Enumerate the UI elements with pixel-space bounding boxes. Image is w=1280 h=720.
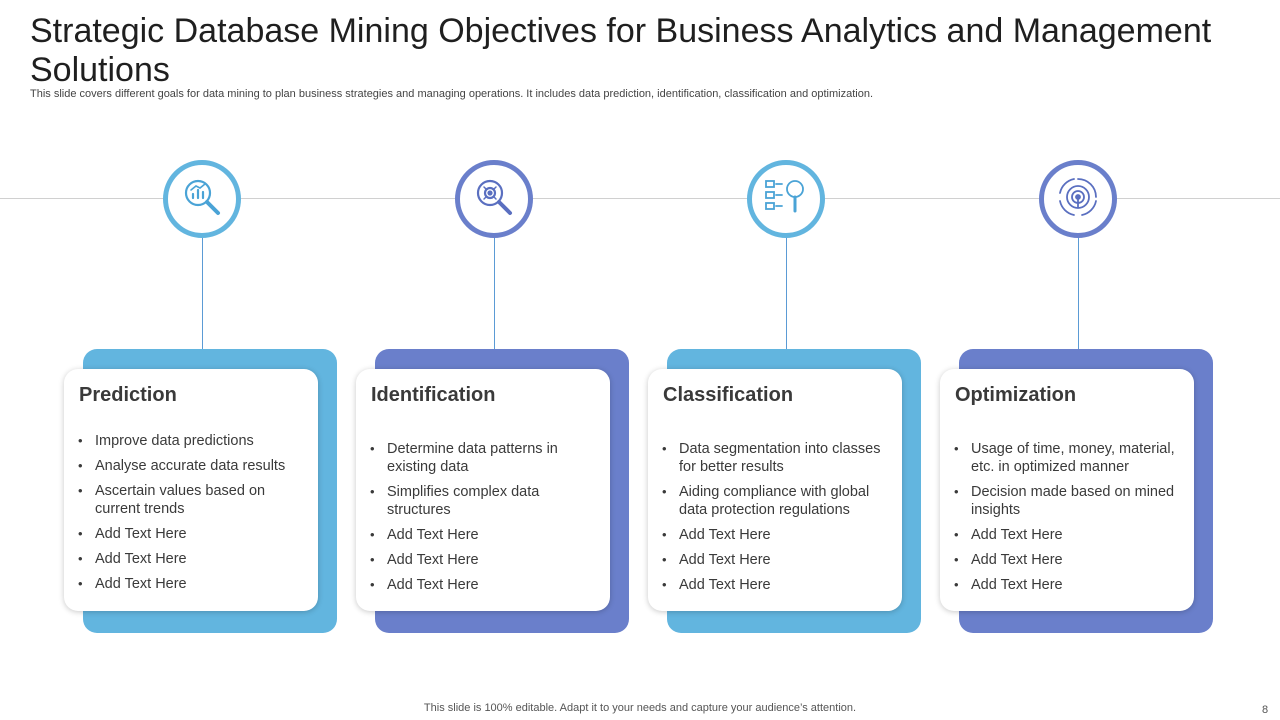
- list-item: Decision made based on mined insights: [954, 483, 1180, 519]
- objective-card: Classification Data segmentation into cl…: [648, 369, 902, 611]
- list-item: Add Text Here: [78, 575, 304, 593]
- list-item: Add Text Here: [370, 576, 596, 594]
- list-item: Add Text Here: [954, 576, 1180, 594]
- connector-line: [786, 236, 787, 350]
- list-item: Analyse accurate data results: [78, 457, 304, 475]
- slide-subtitle: This slide covers different goals for da…: [30, 88, 873, 100]
- list-item: Add Text Here: [78, 525, 304, 543]
- list-item: Add Text Here: [662, 551, 888, 569]
- connector-line: [202, 236, 203, 350]
- list-item: Usage of time, money, material, etc. in …: [954, 440, 1180, 476]
- magnifier-target-icon: [468, 171, 520, 228]
- connector-line: [494, 236, 495, 350]
- card-title: Identification: [371, 384, 496, 406]
- connector-line: [1078, 236, 1079, 350]
- bullet-list: Improve data predictions Analyse accurat…: [78, 432, 304, 600]
- list-item: Add Text Here: [370, 551, 596, 569]
- objective-column-prediction: Prediction Improve data predictions Anal…: [64, 0, 344, 720]
- list-item: Improve data predictions: [78, 432, 304, 450]
- list-item: Add Text Here: [78, 550, 304, 568]
- list-item: Data segmentation into classes for bette…: [662, 440, 888, 476]
- objective-column-identification: Identification Determine data patterns i…: [356, 0, 636, 720]
- objective-column-optimization: Optimization Usage of time, money, mater…: [940, 0, 1220, 720]
- objective-card: Optimization Usage of time, money, mater…: [940, 369, 1194, 611]
- list-item: Aiding compliance with global data prote…: [662, 483, 888, 519]
- objective-card: Prediction Improve data predictions Anal…: [64, 369, 318, 611]
- objective-column-classification: Classification Data segmentation into cl…: [648, 0, 928, 720]
- target-cycle-icon: [1052, 171, 1104, 228]
- bullet-list: Data segmentation into classes for bette…: [662, 440, 888, 601]
- magnifier-chart-icon: [176, 171, 228, 228]
- list-item: Determine data patterns in existing data: [370, 440, 596, 476]
- slide-footer: This slide is 100% editable. Adapt it to…: [423, 702, 857, 714]
- list-item: Ascertain values based on current trends: [78, 482, 304, 518]
- objective-card: Identification Determine data patterns i…: [356, 369, 610, 611]
- timeline-divider: [0, 198, 1280, 199]
- bullet-list: Usage of time, money, material, etc. in …: [954, 440, 1180, 601]
- objective-icon-badge: [747, 160, 825, 238]
- card-title: Optimization: [955, 384, 1077, 406]
- objective-icon-badge: [1039, 160, 1117, 238]
- slide-title: Strategic Database Mining Objectives for…: [30, 12, 1212, 89]
- card-title: Prediction: [79, 384, 177, 406]
- objective-icon-badge: [163, 160, 241, 238]
- list-item: Add Text Here: [662, 526, 888, 544]
- card-title: Classification: [663, 384, 794, 406]
- list-item: Add Text Here: [370, 526, 596, 544]
- list-item: Add Text Here: [662, 576, 888, 594]
- page-number: 8: [1262, 704, 1269, 716]
- list-item: Add Text Here: [954, 526, 1180, 544]
- list-item: Add Text Here: [954, 551, 1180, 569]
- list-item: Simplifies complex data structures: [370, 483, 596, 519]
- objective-icon-badge: [455, 160, 533, 238]
- data-list-search-icon: [760, 171, 812, 228]
- bullet-list: Determine data patterns in existing data…: [370, 440, 596, 601]
